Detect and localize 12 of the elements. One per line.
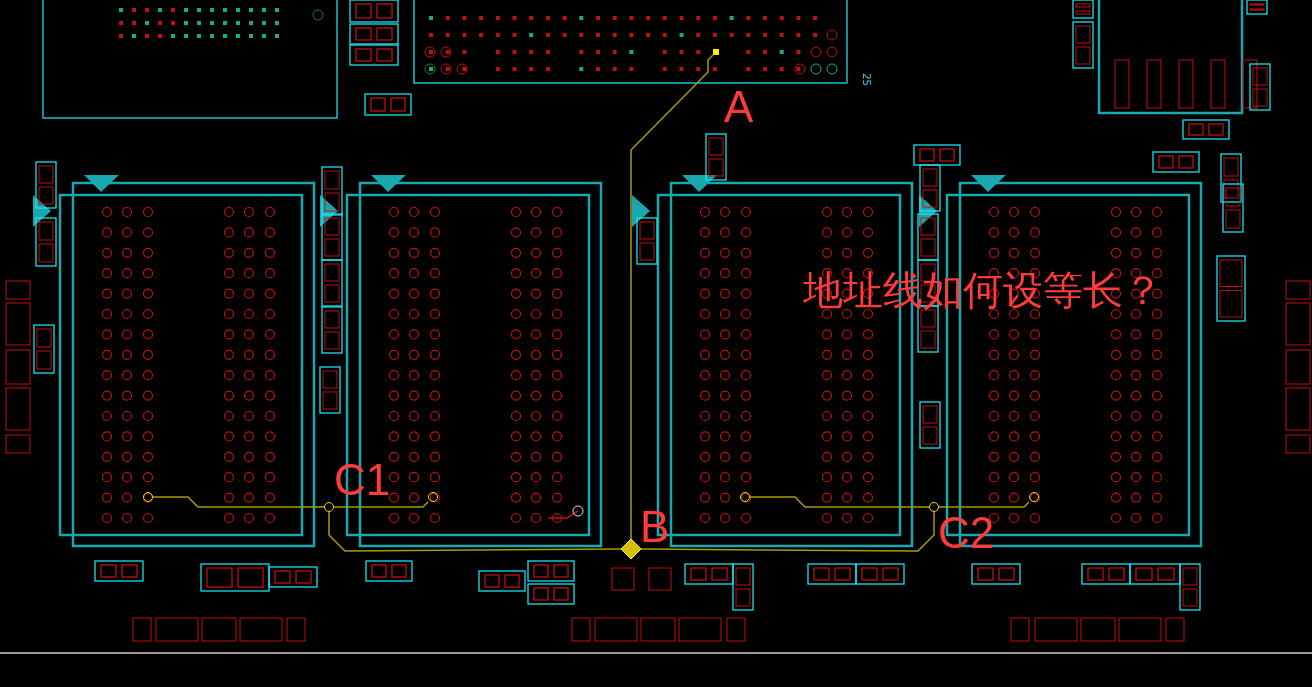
trace-line	[152, 496, 325, 508]
trace-line	[630, 54, 714, 540]
point-label: B	[640, 505, 670, 549]
trace-line	[938, 501, 1030, 508]
trace-line	[640, 511, 935, 552]
point-label: A	[724, 85, 754, 129]
trace-line	[333, 501, 429, 508]
silkscreen-number: 25	[861, 73, 872, 87]
pad	[713, 49, 719, 55]
via-diamond	[621, 539, 641, 559]
trace-line	[328, 511, 622, 552]
trace-line	[749, 496, 930, 508]
